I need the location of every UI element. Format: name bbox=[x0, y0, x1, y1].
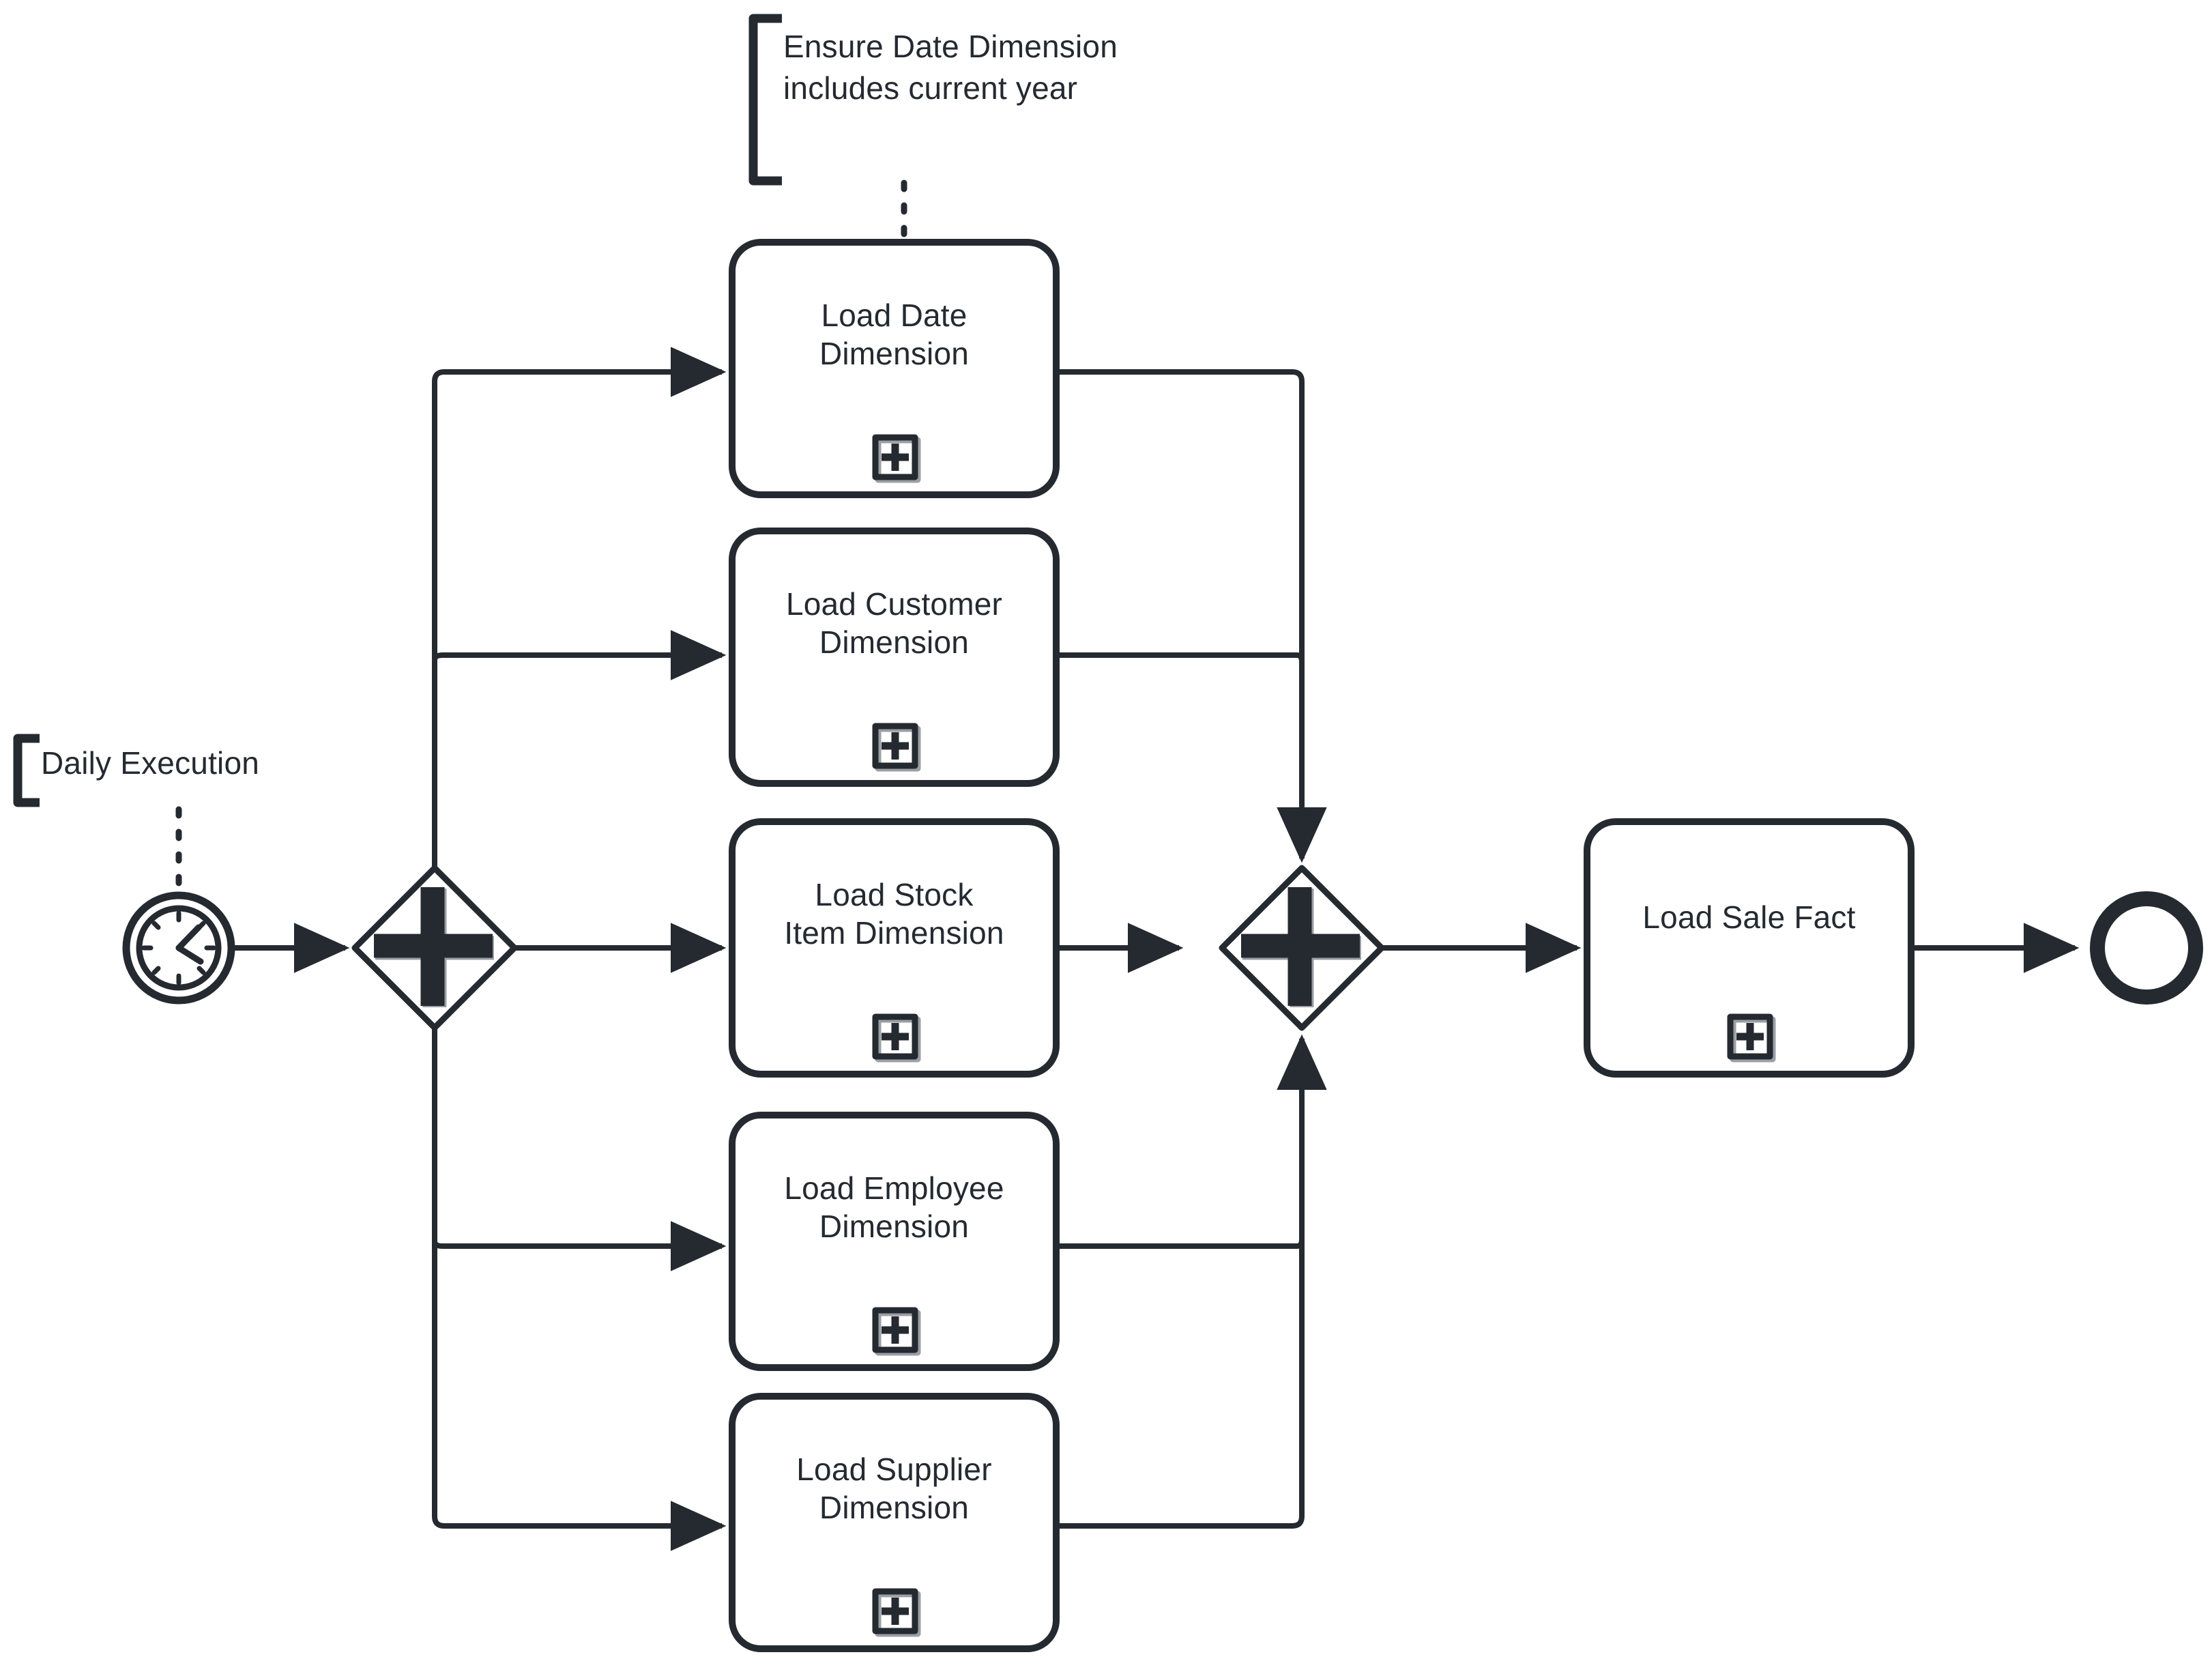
subprocess-expand-icon-customer[interactable] bbox=[872, 723, 921, 772]
parallel-split-gateway-shape[interactable] bbox=[351, 865, 518, 1031]
parallel-join-gateway-shape[interactable] bbox=[1219, 865, 1385, 1031]
subprocess-expand-icon-supplier[interactable] bbox=[872, 1588, 921, 1637]
flow-split-to-employee bbox=[432, 1221, 727, 1271]
flow-customer-to-join bbox=[1056, 652, 1305, 663]
subprocess-expand-icon-sale-fact[interactable] bbox=[1727, 1013, 1776, 1063]
subprocess-expand-icon-date[interactable] bbox=[872, 434, 921, 483]
annotation-daily-execution-label: Daily Execution bbox=[41, 745, 260, 781]
flow-split-to-date bbox=[432, 347, 727, 868]
annotation-bracket-daily-execution bbox=[13, 734, 40, 807]
flow-employee-to-join bbox=[1056, 1239, 1305, 1249]
flow-date-to-join bbox=[1056, 369, 1327, 863]
task-load-date-dimension-shape[interactable] bbox=[729, 239, 1060, 498]
end-event-shape[interactable] bbox=[2090, 891, 2203, 1005]
flow-split-to-supplier bbox=[432, 1028, 727, 1551]
flow-supplier-to-join bbox=[1056, 1034, 1327, 1529]
annotation-date-note-label: Ensure Date Dimension includes current y… bbox=[783, 29, 1118, 106]
timer-start-event-shape[interactable] bbox=[122, 891, 235, 1005]
task-load-employee-dimension-shape[interactable] bbox=[729, 1112, 1060, 1371]
task-load-supplier-dimension-shape[interactable] bbox=[729, 1393, 1060, 1652]
subprocess-expand-icon-stock-item[interactable] bbox=[872, 1013, 921, 1063]
annotation-bracket-date-note bbox=[748, 14, 782, 186]
flow-split-to-customer bbox=[432, 630, 727, 680]
subprocess-expand-icon-employee[interactable] bbox=[872, 1307, 921, 1356]
